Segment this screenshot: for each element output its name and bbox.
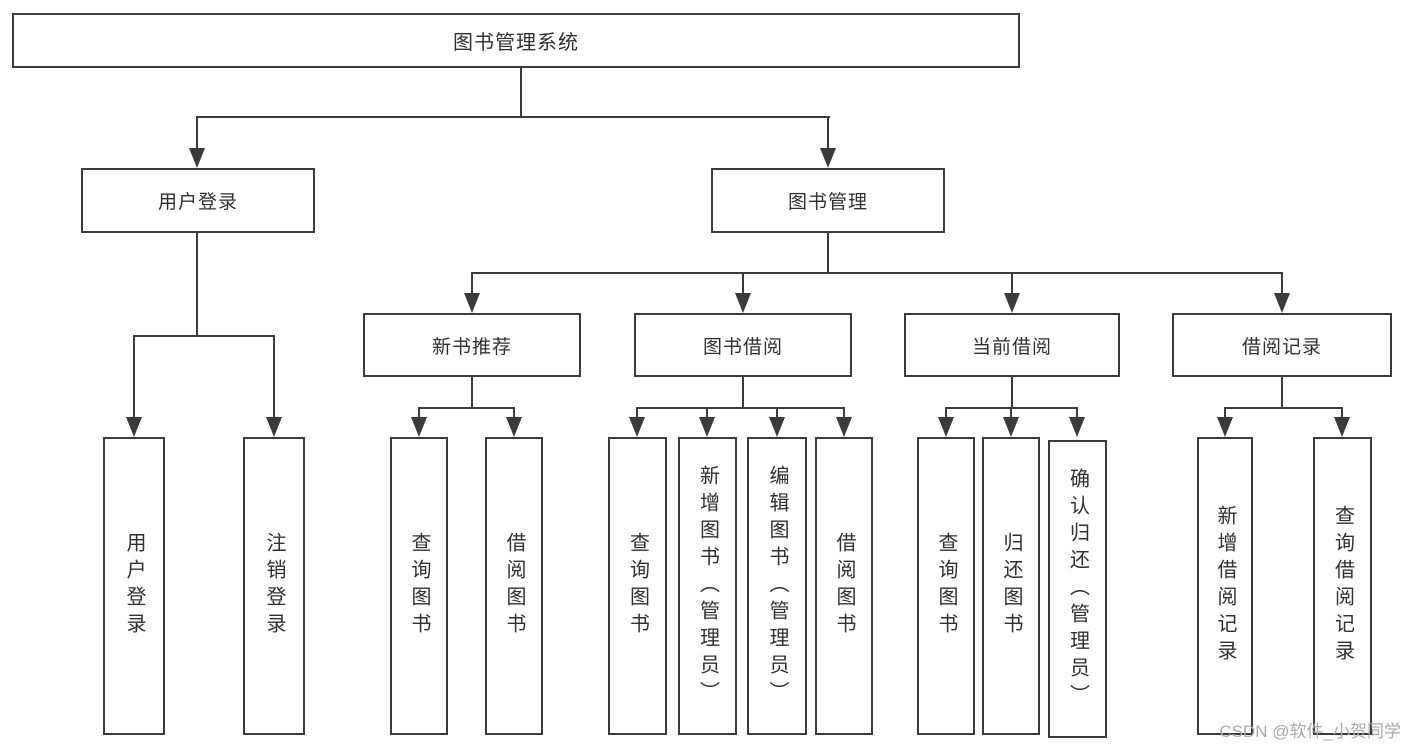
node-cb-confirm-return-label: 确认归还（管理员） bbox=[1066, 467, 1089, 711]
node-nbr-borrow-books: 借阅图书 bbox=[485, 437, 543, 735]
arrow-down-icon bbox=[629, 417, 645, 437]
connector-line-v bbox=[827, 116, 829, 152]
connector-line-h bbox=[636, 407, 845, 409]
arrow-down-icon bbox=[506, 417, 522, 437]
connector-line-h bbox=[471, 272, 1283, 274]
connector-line-v bbox=[133, 335, 135, 419]
node-bb-add-books-label: 新增图书（管理员） bbox=[696, 464, 719, 708]
node-br-add-record: 新增借阅记录 bbox=[1197, 437, 1253, 735]
node-borrowing-records: 借阅记录 bbox=[1172, 313, 1392, 377]
arrow-down-icon bbox=[1004, 293, 1020, 313]
node-book-borrowing: 图书借阅 bbox=[634, 313, 852, 377]
connector-line-v bbox=[471, 377, 473, 409]
connector-line-v bbox=[513, 407, 515, 419]
connector-line-v bbox=[827, 233, 829, 274]
node-current-borrowing: 当前借阅 bbox=[904, 313, 1120, 377]
node-login: 用户登录 bbox=[103, 437, 165, 735]
node-new-book-recommend: 新书推荐 bbox=[363, 313, 581, 377]
node-bb-add-books: 新增图书（管理员） bbox=[678, 437, 737, 735]
node-user-login: 用户登录 bbox=[81, 168, 315, 233]
connector-line-v bbox=[1281, 272, 1283, 294]
node-cb-return-books-label: 归还图书 bbox=[1000, 532, 1022, 640]
node-login-label: 用户登录 bbox=[123, 532, 145, 640]
node-bb-borrow-books: 借阅图书 bbox=[815, 437, 873, 735]
arrow-down-icon bbox=[735, 293, 751, 313]
node-book-management: 图书管理 bbox=[711, 168, 945, 233]
node-root: 图书管理系统 bbox=[12, 13, 1020, 68]
connector-line-v bbox=[1010, 407, 1012, 419]
arrow-down-icon bbox=[464, 293, 480, 313]
node-nbr-query-books-label: 查询图书 bbox=[408, 532, 430, 640]
connector-line-v bbox=[1281, 377, 1283, 409]
arrow-down-icon bbox=[769, 417, 785, 437]
connector-line-v bbox=[636, 407, 638, 419]
node-logout-label: 注销登录 bbox=[263, 532, 285, 640]
node-br-query-record: 查询借阅记录 bbox=[1313, 437, 1372, 735]
connector-line-v bbox=[945, 407, 947, 419]
connector-line-v bbox=[471, 272, 473, 294]
node-bb-borrow-books-label: 借阅图书 bbox=[833, 532, 855, 640]
node-book-borrowing-label: 图书借阅 bbox=[702, 336, 783, 358]
arrow-down-icon bbox=[266, 417, 282, 437]
connector-line-v bbox=[1011, 377, 1013, 409]
connector-line-v bbox=[1076, 407, 1078, 419]
node-cb-return-books: 归还图书 bbox=[982, 437, 1040, 735]
node-cb-confirm-return: 确认归还（管理员） bbox=[1048, 440, 1107, 738]
connector-line-h bbox=[133, 335, 275, 337]
node-br-add-record-label: 新增借阅记录 bbox=[1214, 505, 1236, 667]
node-nbr-borrow-books-label: 借阅图书 bbox=[503, 532, 525, 640]
node-cb-query-books: 查询图书 bbox=[917, 437, 975, 735]
connector-line-v bbox=[776, 407, 778, 419]
node-new-book-recommend-label: 新书推荐 bbox=[431, 336, 512, 358]
connector-line-v bbox=[1341, 407, 1343, 419]
node-user-login-label: 用户登录 bbox=[157, 192, 238, 213]
arrow-down-icon bbox=[820, 148, 836, 168]
node-logout: 注销登录 bbox=[243, 437, 305, 735]
connector-line-h bbox=[418, 407, 515, 409]
connector-line-v bbox=[706, 407, 708, 419]
node-book-management-label: 图书管理 bbox=[787, 192, 868, 213]
node-bb-query-books-label: 查询图书 bbox=[626, 532, 649, 640]
node-root-label: 图书管理系统 bbox=[453, 32, 579, 54]
connector-line-v bbox=[273, 335, 275, 419]
node-bb-edit-books-label: 编辑图书（管理员） bbox=[766, 464, 788, 708]
arrow-down-icon bbox=[1334, 417, 1350, 437]
node-br-query-record-label: 查询借阅记录 bbox=[1331, 505, 1354, 667]
node-current-borrowing-label: 当前借阅 bbox=[971, 336, 1052, 358]
connector-line-v bbox=[196, 233, 198, 337]
connector-line-h bbox=[196, 116, 830, 118]
node-bb-query-books: 查询图书 bbox=[608, 437, 667, 735]
arrow-down-icon bbox=[189, 148, 205, 168]
node-nbr-query-books: 查询图书 bbox=[390, 437, 448, 735]
arrow-down-icon bbox=[836, 417, 852, 437]
connector-line-v bbox=[1011, 272, 1013, 294]
connector-line-v bbox=[843, 407, 845, 419]
connector-line-v bbox=[418, 407, 420, 419]
arrow-down-icon bbox=[1274, 293, 1290, 313]
arrow-down-icon bbox=[126, 417, 142, 437]
arrow-down-icon bbox=[699, 417, 715, 437]
connector-line-v bbox=[1224, 407, 1226, 419]
arrow-down-icon bbox=[411, 417, 427, 437]
node-bb-edit-books: 编辑图书（管理员） bbox=[747, 437, 807, 735]
node-cb-query-books-label: 查询图书 bbox=[935, 532, 957, 640]
arrow-down-icon bbox=[1069, 417, 1085, 437]
connector-line-v bbox=[742, 272, 744, 294]
node-borrowing-records-label: 借阅记录 bbox=[1241, 336, 1322, 358]
csdn-watermark: CSDN @软件_小贺同学 bbox=[1219, 722, 1401, 741]
connector-line-v bbox=[520, 68, 522, 118]
connector-line-h bbox=[1224, 407, 1343, 409]
connector-line-v bbox=[196, 116, 198, 152]
arrow-down-icon bbox=[938, 417, 954, 437]
arrow-down-icon bbox=[1217, 417, 1233, 437]
connector-line-v bbox=[742, 377, 744, 409]
arrow-down-icon bbox=[1003, 417, 1019, 437]
